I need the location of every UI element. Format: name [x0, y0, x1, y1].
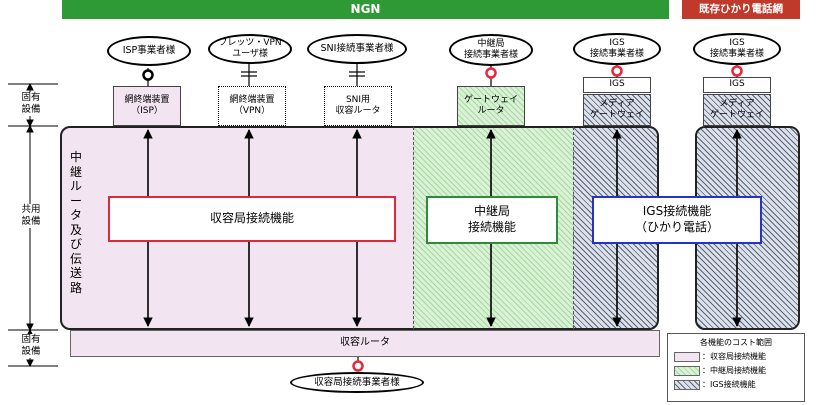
igs-box: IGS — [583, 77, 651, 93]
shared-equipment-label: 共用 設備 — [14, 204, 48, 228]
legend-label-igs: ：IGS接続機能 — [702, 380, 756, 389]
relay-connection-function: 中継局 接続機能 — [426, 196, 558, 244]
accommodation-router: 収容ルータ — [70, 330, 660, 357]
accommodation-connection-point — [352, 360, 364, 372]
relay-operator-oval: 中継局 接続事業者様 — [449, 34, 533, 66]
igs-legacy-operator-oval: IGS 接続事業者様 — [693, 33, 781, 65]
legend-swatch-relay — [674, 365, 700, 376]
igs-legacy-connection-point — [731, 65, 743, 77]
sni-operator-oval: SNI接続事業者様 — [307, 34, 407, 64]
legend-item-igs: ：IGS接続機能 — [674, 379, 798, 390]
ngn-header: NGN — [62, 0, 669, 19]
legend-swatch-accommodation — [674, 351, 700, 362]
region-divider-2 — [573, 127, 574, 329]
region-divider-1 — [413, 127, 414, 329]
isp-connection-point — [142, 69, 154, 81]
accommodation-connection-function: 収容局接続機能 — [108, 196, 396, 242]
relay-path-label: 中継ルータ及び伝送路 — [69, 150, 82, 295]
legend-swatch-igs — [674, 379, 700, 390]
gateway-router: ゲートウェイ ルータ — [457, 86, 525, 126]
media-gateway: メディア ゲートウェイ — [583, 94, 651, 126]
isp-operator-oval: ISP事業者様 — [107, 36, 191, 66]
cost-scope-legend: 各機能のコスト範囲 ：収容局接続機能 ：中継局接続機能 ：IGS接続機能 — [667, 333, 805, 402]
dedicated-equipment-label-bottom: 固有 設備 — [14, 334, 48, 358]
accommodation-operator-oval: 収容局接続事業者様 — [290, 372, 424, 393]
legend-item-accommodation: ：収容局接続機能 — [674, 351, 798, 362]
igs-operator-oval: IGS 接続事業者様 — [573, 33, 661, 65]
legend-item-relay: ：中継局接続機能 — [674, 365, 798, 376]
legacy-network-header: 既存ひかり電話網 — [682, 0, 800, 19]
media-gateway-legacy: メディア ゲートウェイ — [703, 94, 771, 126]
igs-legacy-box: IGS — [703, 77, 771, 93]
legend-label-relay: ：中継局接続機能 — [702, 366, 766, 375]
relay-connection-point — [485, 67, 497, 79]
sni-accommodation-router: SNI用 収容ルータ — [324, 86, 392, 126]
vpn-network-terminal: 網終端装置 （VPN） — [218, 86, 286, 126]
legend-label-accommodation: ：収容局接続機能 — [702, 352, 766, 361]
legend-title: 各機能のコスト範囲 — [700, 338, 772, 347]
flets-vpn-user-oval: フレッツ・VPN ユーザ様 — [208, 34, 292, 64]
igs-connection-point — [611, 65, 623, 77]
igs-connection-function: IGS接続機能 （ひかり電話） — [592, 196, 762, 244]
dedicated-equipment-label-top: 固有 設備 — [14, 92, 48, 116]
isp-network-terminal: 網終端装置 （ISP） — [113, 86, 181, 126]
